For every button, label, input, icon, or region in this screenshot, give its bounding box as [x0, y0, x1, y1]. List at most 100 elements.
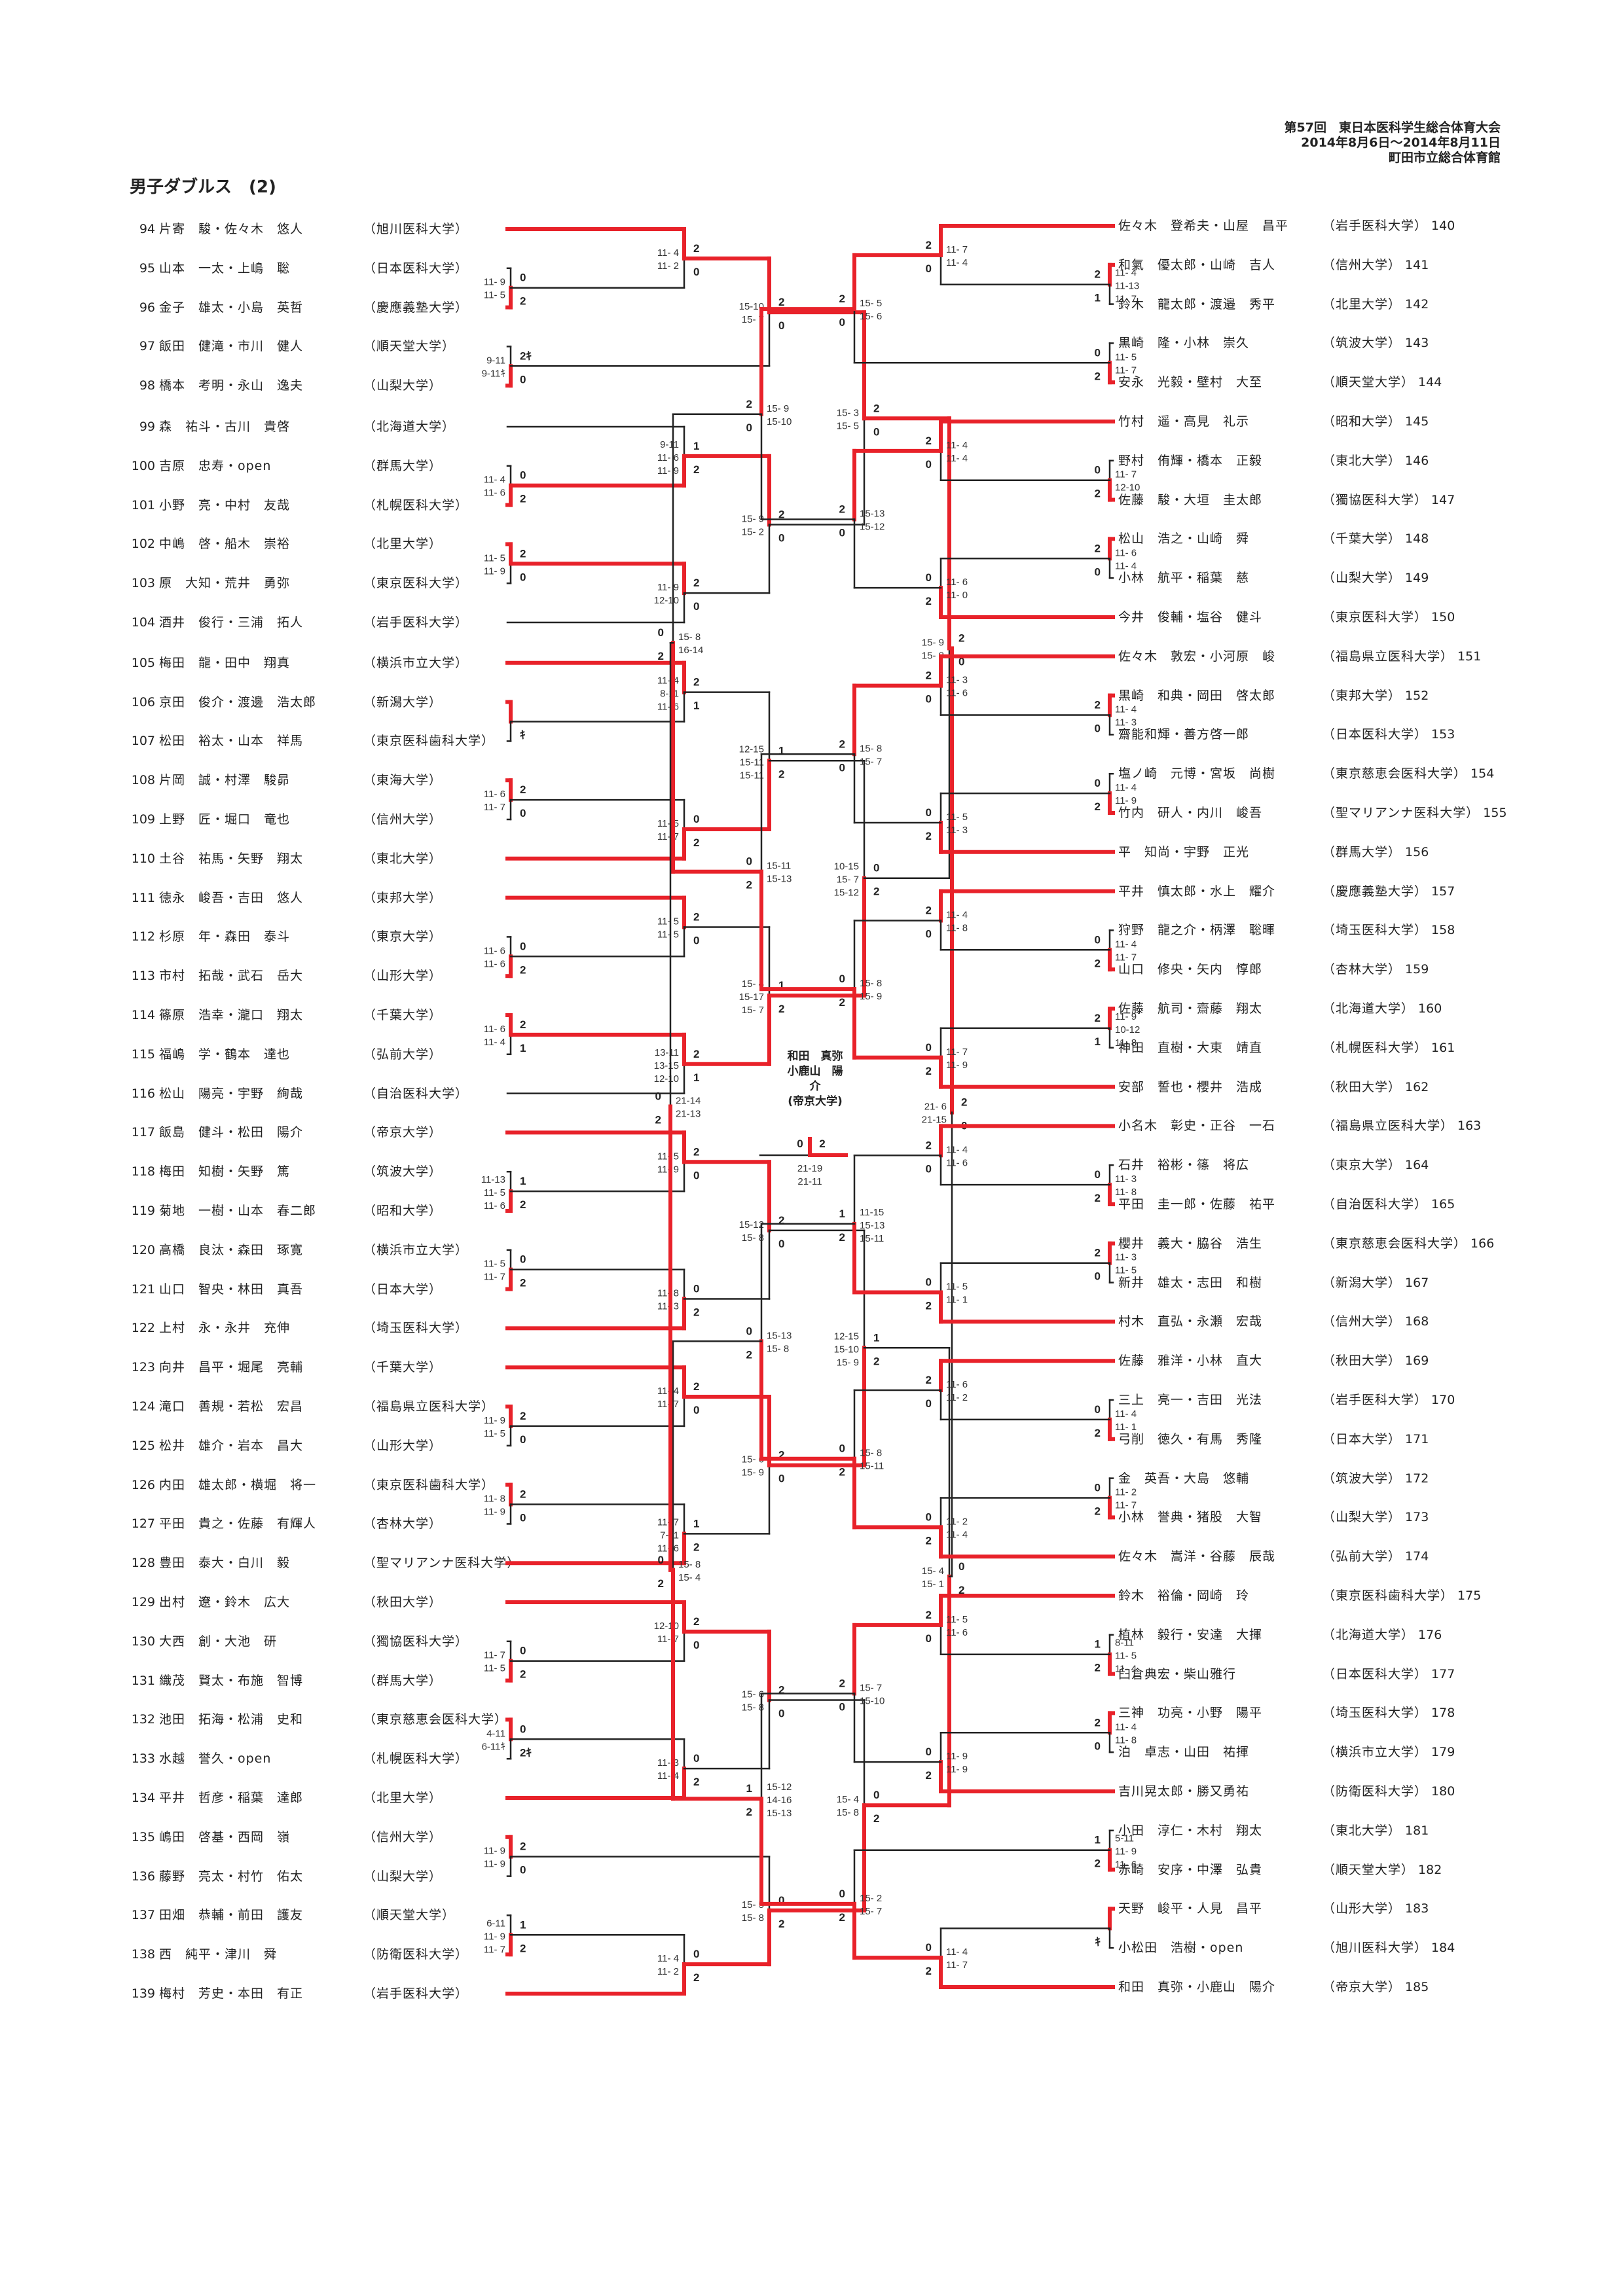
game-score: 11- 7: [946, 1960, 968, 1971]
event-venue: 町田市立総合体育館: [1388, 151, 1501, 165]
game-score: 11- 5: [657, 818, 679, 829]
game-score: 21-13: [676, 1109, 701, 1120]
entry-row: 神田 直樹・大東 靖直（札幌医科大学）161: [1118, 1039, 1459, 1056]
game-score: 15-12: [834, 888, 859, 899]
player-pair: 黒崎 和典・岡田 啓太郎: [1118, 688, 1276, 703]
game-score: 11- 6: [946, 1379, 968, 1390]
game-score: 13-11: [655, 1047, 679, 1058]
entry-row: 今井 俊輔・塩谷 健斗（東京医科大学）150: [1118, 609, 1459, 626]
game-score: 11- 8: [1115, 1037, 1137, 1049]
set-score: 2: [693, 1306, 699, 1319]
set-score: 2: [520, 1198, 526, 1211]
team-name: （東京医科大学）: [1322, 610, 1428, 624]
set-score: 0: [746, 855, 752, 868]
game-score: 15- 9: [922, 637, 944, 648]
set-score: 2: [926, 670, 932, 682]
game-score: 11- 4: [946, 909, 968, 920]
set-score: 0: [839, 1701, 845, 1713]
set-score: 2: [839, 293, 845, 305]
player-pair: 松田 裕太・山本 祥馬: [159, 734, 304, 749]
team-name: （日本医科大学）: [1322, 1666, 1428, 1681]
player-pair: 安永 光毅・壁村 大至: [1118, 375, 1263, 390]
game-score: 15- 9: [837, 1357, 859, 1368]
set-score: 2: [778, 1918, 784, 1930]
team-name: （東邦大学）: [363, 890, 443, 905]
set-score: 2: [520, 1488, 526, 1501]
set-score: 0: [520, 807, 526, 819]
player-pair: 菊地 一樹・山本 春二郎: [159, 1204, 317, 1218]
entry-row: 泊 卓志・山田 祐揮（横浜市立大学）179: [1118, 1744, 1459, 1761]
team-name: （獨協医科大学）: [1322, 492, 1428, 507]
game-score: 11- 5: [1115, 351, 1137, 363]
set-score: 2: [693, 1048, 699, 1060]
player-pair: 田畑 恭輔・前田 護友: [159, 1908, 304, 1923]
set-score: 2: [926, 1300, 932, 1312]
set-score: 0: [873, 1789, 879, 1801]
game-score: 15- 8: [837, 1807, 859, 1818]
entry-row: 安部 誓也・櫻井 浩成（秋田大学）162: [1118, 1079, 1432, 1096]
set-score: 1: [693, 1071, 699, 1084]
game-score: 11- 4: [946, 1946, 968, 1958]
entry-number: 122: [131, 1321, 155, 1336]
game-score: 11- 9: [657, 1164, 679, 1175]
entry-row: 平田 圭一郎・佐藤 祐平（自治医科大学）165: [1118, 1196, 1459, 1213]
set-score: 0: [778, 532, 784, 545]
team-name: （昭和大学）: [363, 1204, 443, 1218]
game-score: 11- 4: [1115, 939, 1137, 950]
game-score: 15- 4: [678, 1572, 701, 1583]
game-score: 15-17: [739, 992, 764, 1003]
set-score: 2: [520, 493, 526, 505]
entry-number: 121: [131, 1282, 155, 1297]
game-score: 15- 4: [922, 1566, 944, 1577]
game-score: 15- 7: [860, 1683, 882, 1694]
team-name: （獨協医科大学）: [363, 1634, 469, 1649]
game-score: 11- 9: [1115, 1846, 1137, 1857]
player-pair: 山本 一太・上嶋 聡: [159, 260, 291, 276]
set-score: 2: [926, 1534, 932, 1547]
player-pair: 鈴木 裕倫・岡崎 玲: [1118, 1588, 1250, 1603]
entry-row: 和田 真弥・小鹿山 陽介（帝京大学）185: [1118, 1979, 1432, 1996]
team-name: （弘前大学）: [363, 1047, 443, 1062]
game-score: 11- 9: [484, 1415, 505, 1426]
set-score: 0: [926, 1397, 932, 1410]
team-name: （千葉大学）: [1322, 531, 1402, 547]
event-dates: 2014年8月6日～2014年8月11日: [1301, 135, 1501, 150]
entry-number: 169: [1405, 1354, 1429, 1369]
set-score: ｷ: [520, 729, 526, 742]
set-score: 0: [693, 1283, 699, 1295]
team-name: （新潟大学）: [363, 694, 443, 709]
team-name: （北海道大学）: [1322, 1001, 1415, 1016]
set-score: 2: [926, 1769, 932, 1782]
game-score: 11- 6: [484, 1024, 505, 1035]
entry-row: 石井 裕彬・篠 将広（東京大学）164: [1118, 1157, 1432, 1174]
set-score: 0: [520, 1723, 526, 1735]
entry-number: 94: [139, 222, 155, 236]
team-name: （千葉大学）: [363, 1360, 443, 1375]
game-score: 15- 5: [742, 1899, 764, 1910]
entry-number: 105: [131, 655, 155, 670]
team-name: （日本医科大学）: [1322, 727, 1428, 742]
entry-row: 野村 侑輝・橋本 正毅（東北大学）146: [1118, 452, 1432, 469]
game-score: 11- 5: [1115, 1651, 1137, 1662]
entry-number: 115: [131, 1047, 155, 1062]
entry-number: 159: [1405, 962, 1429, 977]
game-score: 11- 7: [1115, 469, 1137, 480]
set-score: 2: [839, 1677, 845, 1690]
player-pair: 竹村 遥・高見 礼示: [1118, 414, 1250, 429]
game-score: 11- 6: [657, 452, 679, 463]
team-name: （群馬大学）: [363, 1673, 443, 1688]
entry-number: 157: [1431, 884, 1455, 899]
entry-number: 102: [131, 537, 155, 552]
entry-number: 184: [1431, 1941, 1455, 1956]
entry-row: 狩野 龍之介・柄澤 聡暉（埼玉医科大学）158: [1118, 922, 1459, 939]
game-score: 15- 9: [742, 514, 764, 525]
team-name: （札幌医科大学）: [363, 1751, 469, 1767]
player-pair: 平 知尚・宇野 正光: [1118, 844, 1250, 859]
